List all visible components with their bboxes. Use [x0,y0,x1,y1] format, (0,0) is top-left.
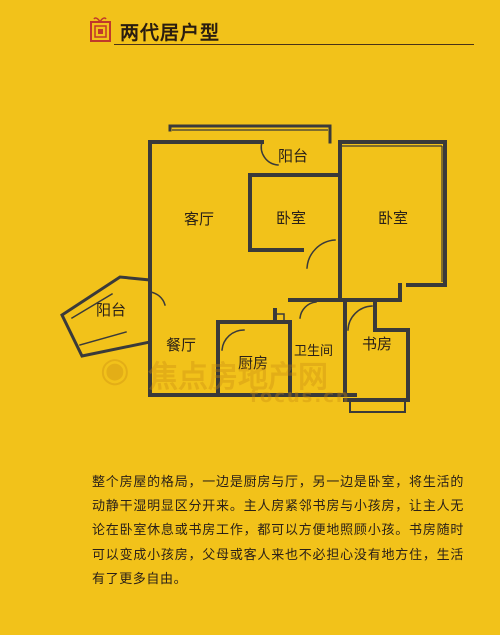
room-label-study: 书房 [362,335,393,353]
watermark-logo-mark: ◉ [100,350,130,390]
room-label-bedroom-2: 卧室 [378,209,409,227]
floor-plan-drawing [60,124,447,413]
room-label-dining-room: 餐厅 [166,336,197,354]
watermark-text: 焦点房地产网 [148,360,328,395]
room-label-living-room: 客厅 [184,210,215,228]
header: 两代居户型 [0,0,500,60]
room-label-bedroom-1: 卧室 [276,209,307,227]
description-text: 整个房屋的格局，一边是厨房与厅，另一边是卧室，将生活的动静干湿明显区分开来。主人… [92,475,464,587]
logo-icon [90,17,111,42]
page-title: 两代居户型 [120,22,221,44]
watermark-url: focus.cn [250,386,351,407]
watermark: ◉ 焦点房地产网 focus.cn [100,350,410,410]
room-label-balcony-top: 阳台 [278,147,309,165]
room-label-balcony-left: 阳台 [96,301,127,319]
room-label-bathroom: 卫生间 [294,344,334,359]
title-rule [114,44,474,45]
floor-plan: 阳台 客厅 卧室 卧室 阳台 餐厅 厨房 卫生间 书房 ◉ 焦点房地产网 foc… [60,124,447,413]
room-label-kitchen: 厨房 [238,354,269,372]
